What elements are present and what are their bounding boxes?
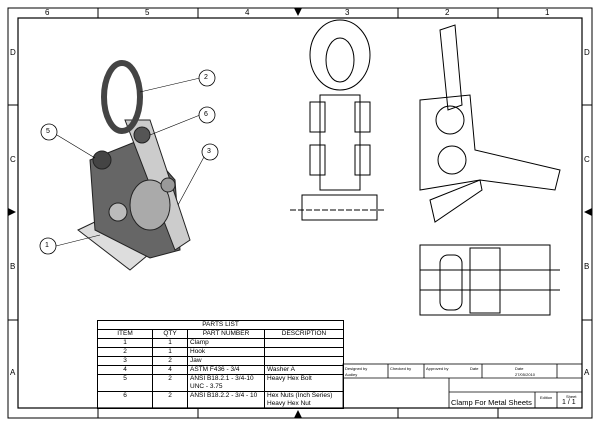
description [264,338,344,348]
part-number: Hook [187,347,265,357]
zone-ticks [8,8,592,418]
header-item: ITEM [97,329,153,339]
header-description: DESCRIPTION [264,329,344,339]
edition-label: Edition [540,395,553,400]
part-number: ASTM F436 - 3/4 [187,365,265,375]
center-marks [8,8,592,418]
item: 4 [97,365,153,375]
balloon-5: 5 [46,128,50,135]
qty: 2 [152,391,188,409]
item: 6 [97,391,153,409]
qty: 2 [152,374,188,392]
part-number: ANSI B18.2.2 - 3/4 - 10 [187,391,265,409]
zone-row-d: D [10,48,16,57]
approval-date-label: Date [470,366,479,371]
item: 2 [97,347,153,357]
side-view [419,24,561,223]
description [264,356,344,366]
designed-by-label: Designed by [345,366,368,371]
item: 3 [97,356,153,366]
parts-list-table: PARTS LIST ITEM QTY PART NUMBER DESCRIPT… [97,320,344,409]
item: 1 [97,338,153,348]
qty: 1 [152,338,188,348]
qty: 2 [152,356,188,366]
front-view [290,19,385,221]
checked-by-label: Checked by [390,366,412,371]
balloon-3: 3 [207,148,211,155]
item: 5 [97,374,153,392]
part-number: ANSI B18.2.1 - 3/4-10 UNC - 3.75 [187,374,265,392]
part-number: Clamp [187,338,265,348]
designed-by-value: Audiey [345,372,358,377]
description: Hex Nuts (Inch Series) Heavy Hex Nut [264,391,344,409]
zone-col-5: 5 [145,8,150,17]
zone-row-c: C [10,155,16,164]
part-number: Jaw [187,356,265,366]
sheet-number: 1 / 1 [562,399,576,406]
description: Washer A [264,365,344,375]
qty: 1 [152,347,188,357]
drawing-title: Clamp For Metal Sheets [451,398,532,407]
date-label: Date [515,366,524,371]
zone-col-4: 4 [245,8,250,17]
zone-row-b-right: B [584,262,590,271]
header-qty: QTY [152,329,188,339]
header-part-number: PART NUMBER [187,329,265,339]
leader-lines [51,77,206,247]
top-view [419,244,560,316]
parts-list-title: PARTS LIST [97,320,344,330]
zone-col-2: 2 [445,8,450,17]
balloon-6: 6 [204,111,208,118]
zone-col-1: 1 [545,8,550,17]
sheet-label: Sheet [566,394,577,399]
zone-row-b: B [10,262,16,271]
approved-by-label: Approved by [426,366,449,371]
balloon-2: 2 [204,74,208,81]
qty: 4 [152,365,188,375]
description: Heavy Hex Bolt [264,374,344,392]
date-value: 27/05/2010 [515,372,536,377]
zone-row-d-right: D [584,48,590,57]
description [264,347,344,357]
isometric-view [77,60,191,271]
zone-row-a: A [10,368,16,377]
zone-row-a-right: A [584,368,590,377]
zone-col-6: 6 [45,8,50,17]
balloon-1: 1 [45,242,49,249]
zone-row-c-right: C [584,155,590,164]
zone-col-3: 3 [345,8,350,17]
